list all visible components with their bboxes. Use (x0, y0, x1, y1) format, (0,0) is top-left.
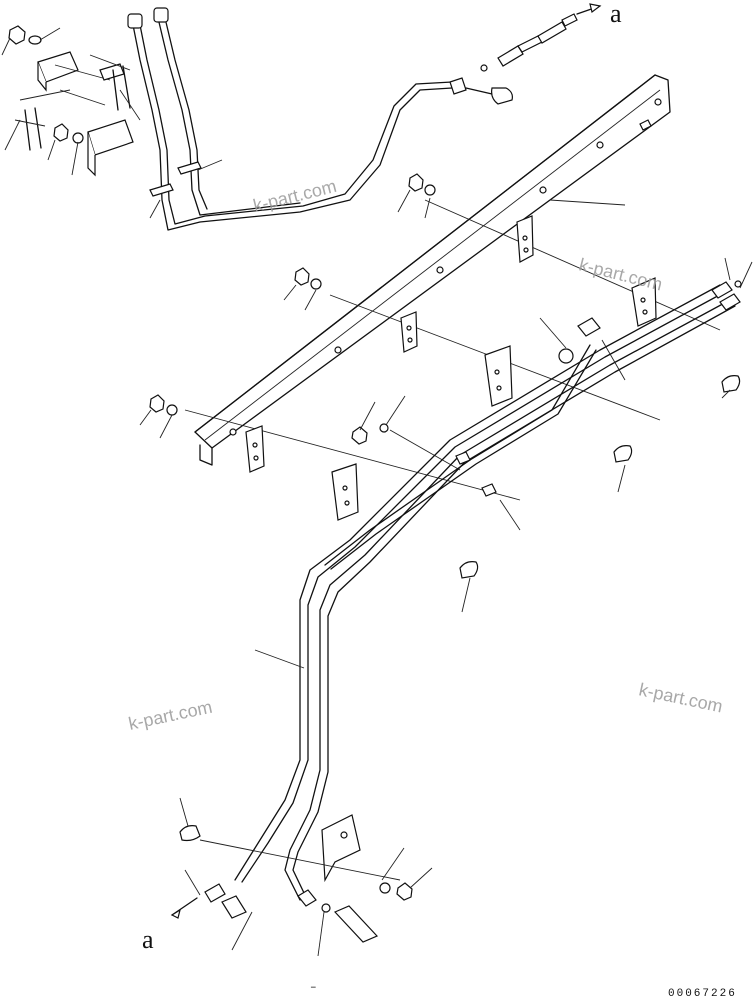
watermark-4: k-part.com (637, 679, 724, 716)
watermark-1: k-part.com (251, 176, 338, 216)
cross-brackets (149, 173, 721, 521)
watermark-2: k-part.com (577, 254, 664, 294)
connector-label-top: a (610, 0, 622, 28)
connector-label-bottom: a (142, 925, 154, 954)
clamp-assembly (8, 25, 134, 177)
lower-bracket (170, 814, 413, 943)
top-hose-connector (480, 3, 602, 72)
bottom-mark: – (310, 982, 319, 994)
frame-rail (194, 74, 671, 466)
watermark-3: k-part.com (127, 697, 214, 734)
leader-lines (1, 27, 753, 957)
upper-pipes (127, 7, 513, 231)
long-pipes (234, 280, 742, 901)
drawing-code: 00067226 (668, 988, 737, 1000)
